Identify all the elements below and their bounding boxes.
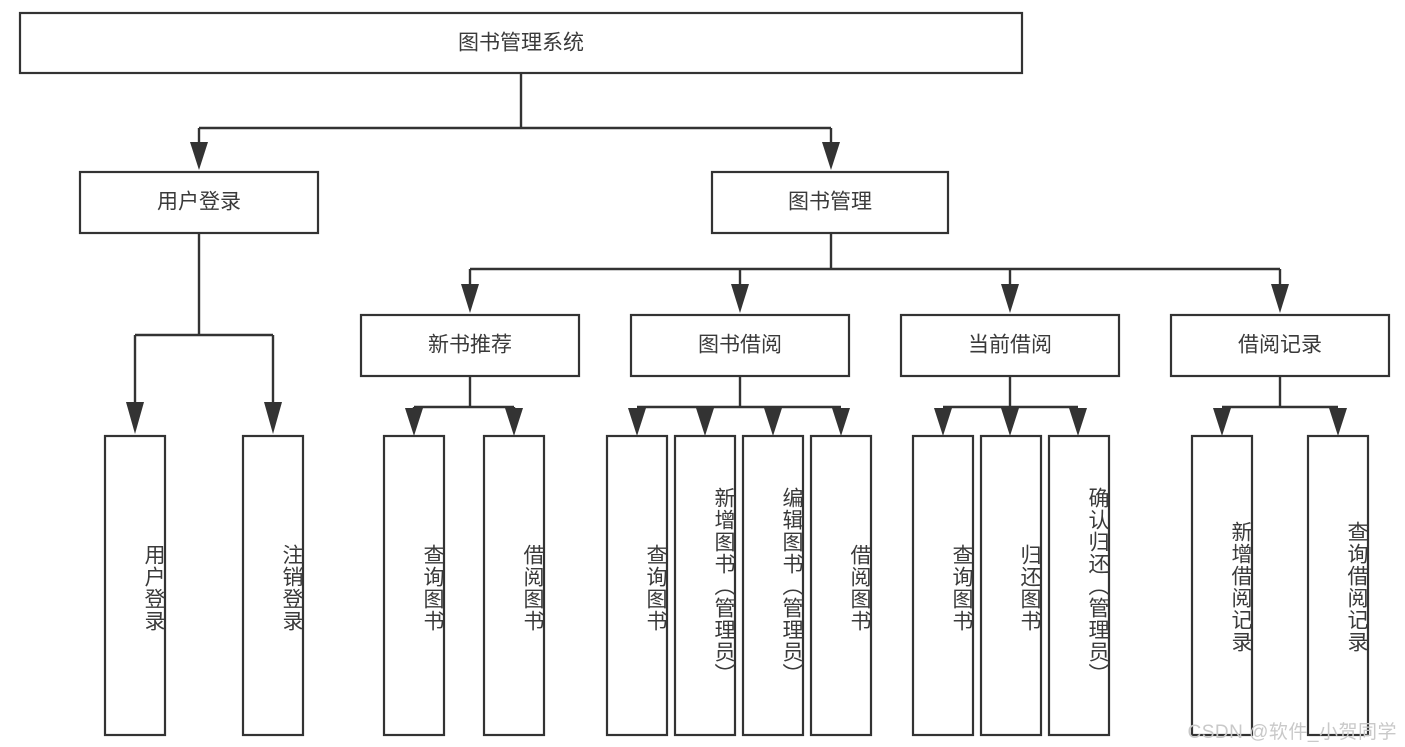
nodes-layer: 图书管理系统 用户登录 图书管理 新书推荐 图书借阅 当前借阅 借阅记录 <box>18 11 1391 737</box>
node-leaf-add-book-admin-box[interactable] <box>673 434 737 737</box>
node-leaf-query-borrow-record-box[interactable] <box>1306 434 1370 737</box>
arrow-new-book-leaf-1 <box>405 408 423 436</box>
node-current-borrow-label: 当前借阅 <box>968 334 1052 357</box>
arrow-user-login-leaf-1 <box>126 402 144 434</box>
arrow-to-book-borrow <box>731 284 749 313</box>
arrow-borrow-record-leaf-2 <box>1329 408 1347 436</box>
arrow-book-borrow-leaf-1 <box>628 408 646 436</box>
node-borrow-record-label: 借阅记录 <box>1238 334 1322 357</box>
node-leaf-query-book-2-box[interactable] <box>605 434 669 737</box>
node-new-book-recommend-label: 新书推荐 <box>428 334 512 357</box>
arrow-to-current-borrow <box>1001 284 1019 313</box>
node-borrow-record-box[interactable] <box>1169 313 1391 378</box>
arrow-user-login-leaf-2 <box>264 402 282 434</box>
node-leaf-confirm-return-admin-box[interactable] <box>1047 434 1111 737</box>
arrow-new-book-leaf-2 <box>505 408 523 436</box>
arrow-to-new-book <box>461 284 479 313</box>
node-user-login-label: 用户登录 <box>157 191 241 214</box>
node-leaf-borrow-book-1-box[interactable] <box>482 434 546 737</box>
node-current-borrow-box[interactable] <box>899 313 1121 378</box>
node-leaf-borrow-book-2-box[interactable] <box>809 434 873 737</box>
node-user-login-box[interactable] <box>78 170 320 235</box>
node-leaf-return-book-box[interactable] <box>979 434 1043 737</box>
node-book-borrow-label: 图书借阅 <box>698 334 782 357</box>
arrow-current-borrow-leaf-1 <box>934 408 952 436</box>
node-leaf-user-login-box[interactable] <box>103 434 167 737</box>
arrow-current-borrow-leaf-3 <box>1069 408 1087 436</box>
node-leaf-logout-box[interactable] <box>241 434 305 737</box>
node-root-label: 图书管理系统 <box>458 32 584 55</box>
node-root-box[interactable] <box>18 11 1024 75</box>
node-leaf-query-book-1-box[interactable] <box>382 434 446 737</box>
edges-layer <box>126 73 1347 436</box>
arrow-book-borrow-leaf-2 <box>696 408 714 436</box>
node-book-borrow-box[interactable] <box>629 313 851 378</box>
arrow-to-book-mgmt <box>822 142 840 170</box>
node-book-management-box[interactable] <box>710 170 950 235</box>
arrow-to-user-login <box>190 142 208 170</box>
node-leaf-edit-book-admin-box[interactable] <box>741 434 805 737</box>
node-leaf-query-book-3-box[interactable] <box>911 434 975 737</box>
node-leaf-add-borrow-record-box[interactable] <box>1190 434 1254 737</box>
node-new-book-recommend-box[interactable] <box>359 313 581 378</box>
arrow-to-borrow-record <box>1271 284 1289 313</box>
arrow-borrow-record-leaf-1 <box>1213 408 1231 436</box>
arrow-current-borrow-leaf-2 <box>1001 408 1019 436</box>
arrow-book-borrow-leaf-4 <box>832 408 850 436</box>
node-book-management-label: 图书管理 <box>788 191 872 214</box>
csdn-watermark: CSDN @软件_小贺同学 <box>1187 722 1397 743</box>
arrow-book-borrow-leaf-3 <box>764 408 782 436</box>
